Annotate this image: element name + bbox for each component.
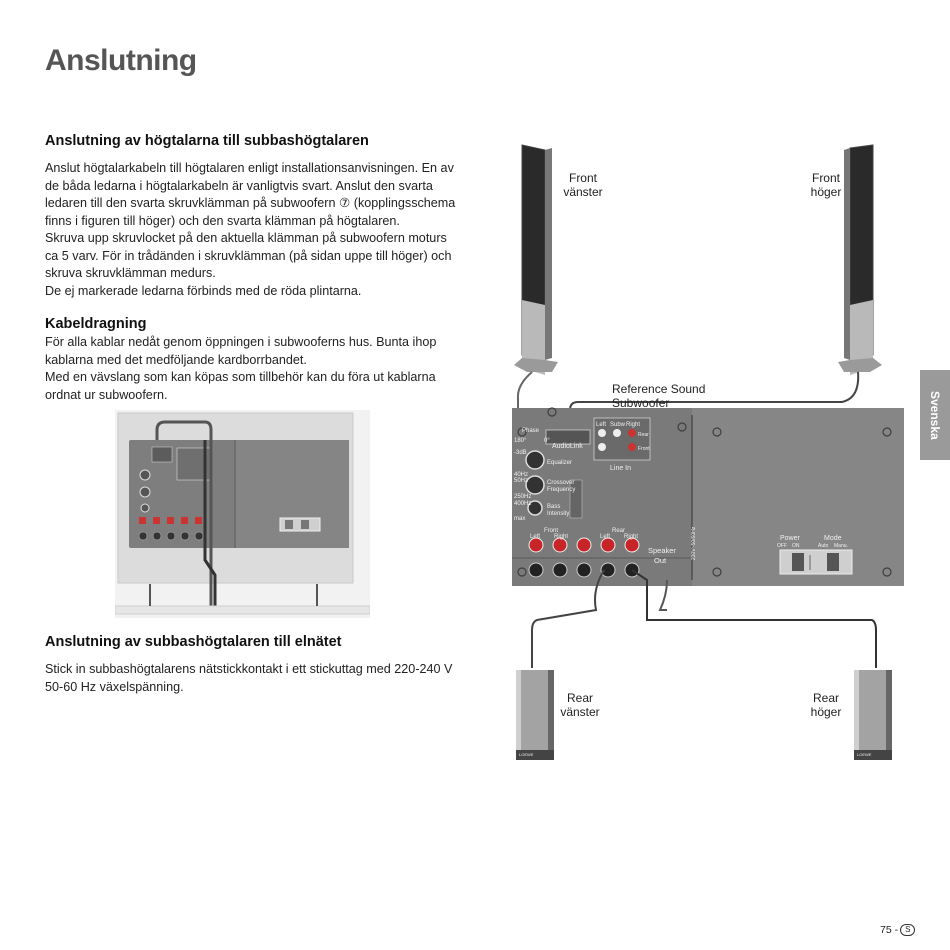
language-badge: S [900,924,916,936]
rear-left-logo: LOEWE [519,752,534,757]
label-max: max [514,516,525,522]
label-front: Front [638,446,650,452]
label-rear: Rear [638,432,649,438]
label-50hz: 50Hz [514,478,528,484]
label-audiolink: AudioLink [552,443,583,450]
label-line: Front [568,171,597,185]
section-heading-cable-routing: Kabeldragning [45,316,147,332]
paragraph: De ej markerade ledarna förbinds med de … [45,283,362,298]
front-left-speaker [514,144,558,375]
label-frequency: Frequency [547,487,575,493]
label-rear-group: Rear [612,528,625,534]
wiring-diagram: Phase 180° 0° AudioLink Left Subw Right … [512,144,904,760]
label-power: Power [780,535,801,542]
label-line: höger [810,185,842,199]
label-line: vänster [563,185,603,199]
label-front-left: Left [530,534,540,540]
label-phase-0: 0° [544,438,550,444]
label-line: vänster [560,705,600,719]
label-intensity: Intensity [547,511,569,517]
label-line: Rear [812,691,839,705]
label-off: OFF [777,543,787,549]
paragraph: Stick in subbashögtalarens nätstickkonta… [45,662,453,694]
label-line-in: Line In [610,465,631,472]
label-subwoofer: Reference Sound Subwoofer [612,382,706,410]
section-heading-speaker-connection: Anslutning av högtalarna till subbashögt… [45,133,369,149]
label-line: Front [811,171,840,185]
label-line: Rear [566,691,593,705]
label-crossover: Crossover [547,480,574,486]
label-on: ON [792,543,800,549]
paragraph: Med en vävslang som kan köpas som tillbe… [45,370,436,402]
language-side-tab: Svenska [920,370,950,460]
label-equalizer: Equalizer [547,460,572,466]
label-rear-right: Right [624,534,638,540]
page-number: 75 - S [880,924,916,936]
rear-left-speaker [516,670,554,760]
paragraph: Skruva upp skruvlocket på den aktuella k… [45,231,452,280]
label-40hz: 40Hz [514,472,528,478]
label-front-group: Front [544,528,558,534]
label-speaker: Speaker [648,546,676,555]
label-front-right: Right [554,534,568,540]
section-body-cable-routing: För alla kablar nedåt genom öppningen i … [45,334,463,404]
rear-right-speaker [854,670,892,760]
label-subw: Subw [610,422,626,428]
page-title: Anslutning [45,44,197,77]
section-body-mains-connection: Stick in subbashögtalarens nätstickkonta… [45,661,463,696]
label-manu: Manu. [834,543,848,549]
label-mode: Mode [824,535,842,542]
label-rear-right-speaker: Rear höger [800,691,852,719]
label-front-left-speaker: Front vänster [555,171,611,199]
label-front-right-speaker: Front höger [800,171,852,199]
section-heading-mains-connection: Anslutning av subbashögtalaren till elnä… [45,634,342,650]
language-tab-label: Svenska [928,390,942,440]
label-out: Out [654,556,667,565]
label-line: höger [810,705,842,719]
subwoofer-cable-illustration [115,410,370,618]
label-phase: Phase [522,428,540,434]
paragraph: För alla kablar nedåt genom öppningen i … [45,335,437,367]
label-250hz: 250Hz [514,494,531,500]
section-body-speaker-connection: Anslut högtalarkabeln till högtalaren en… [45,160,463,300]
rear-right-logo: LOEWE [857,752,872,757]
label-phase-180: 180° [514,438,527,444]
label-bass: Bass [547,504,560,510]
label-minus-3db: -3dB [514,450,527,456]
label-voltage: 230V~50/60Hz [691,526,697,560]
label-rear-left-speaker: Rear vänster [552,691,608,719]
label-right: Right [626,422,640,428]
page-number-value: 75 - [880,924,899,936]
label-auto: Auto [818,543,829,549]
label-left: Left [596,422,606,428]
label-rear-left: Left [600,534,610,540]
paragraph: Anslut högtalarkabeln till högtalaren en… [45,161,456,228]
label-400hz: 400Hz [514,501,531,507]
front-right-speaker [838,144,882,375]
